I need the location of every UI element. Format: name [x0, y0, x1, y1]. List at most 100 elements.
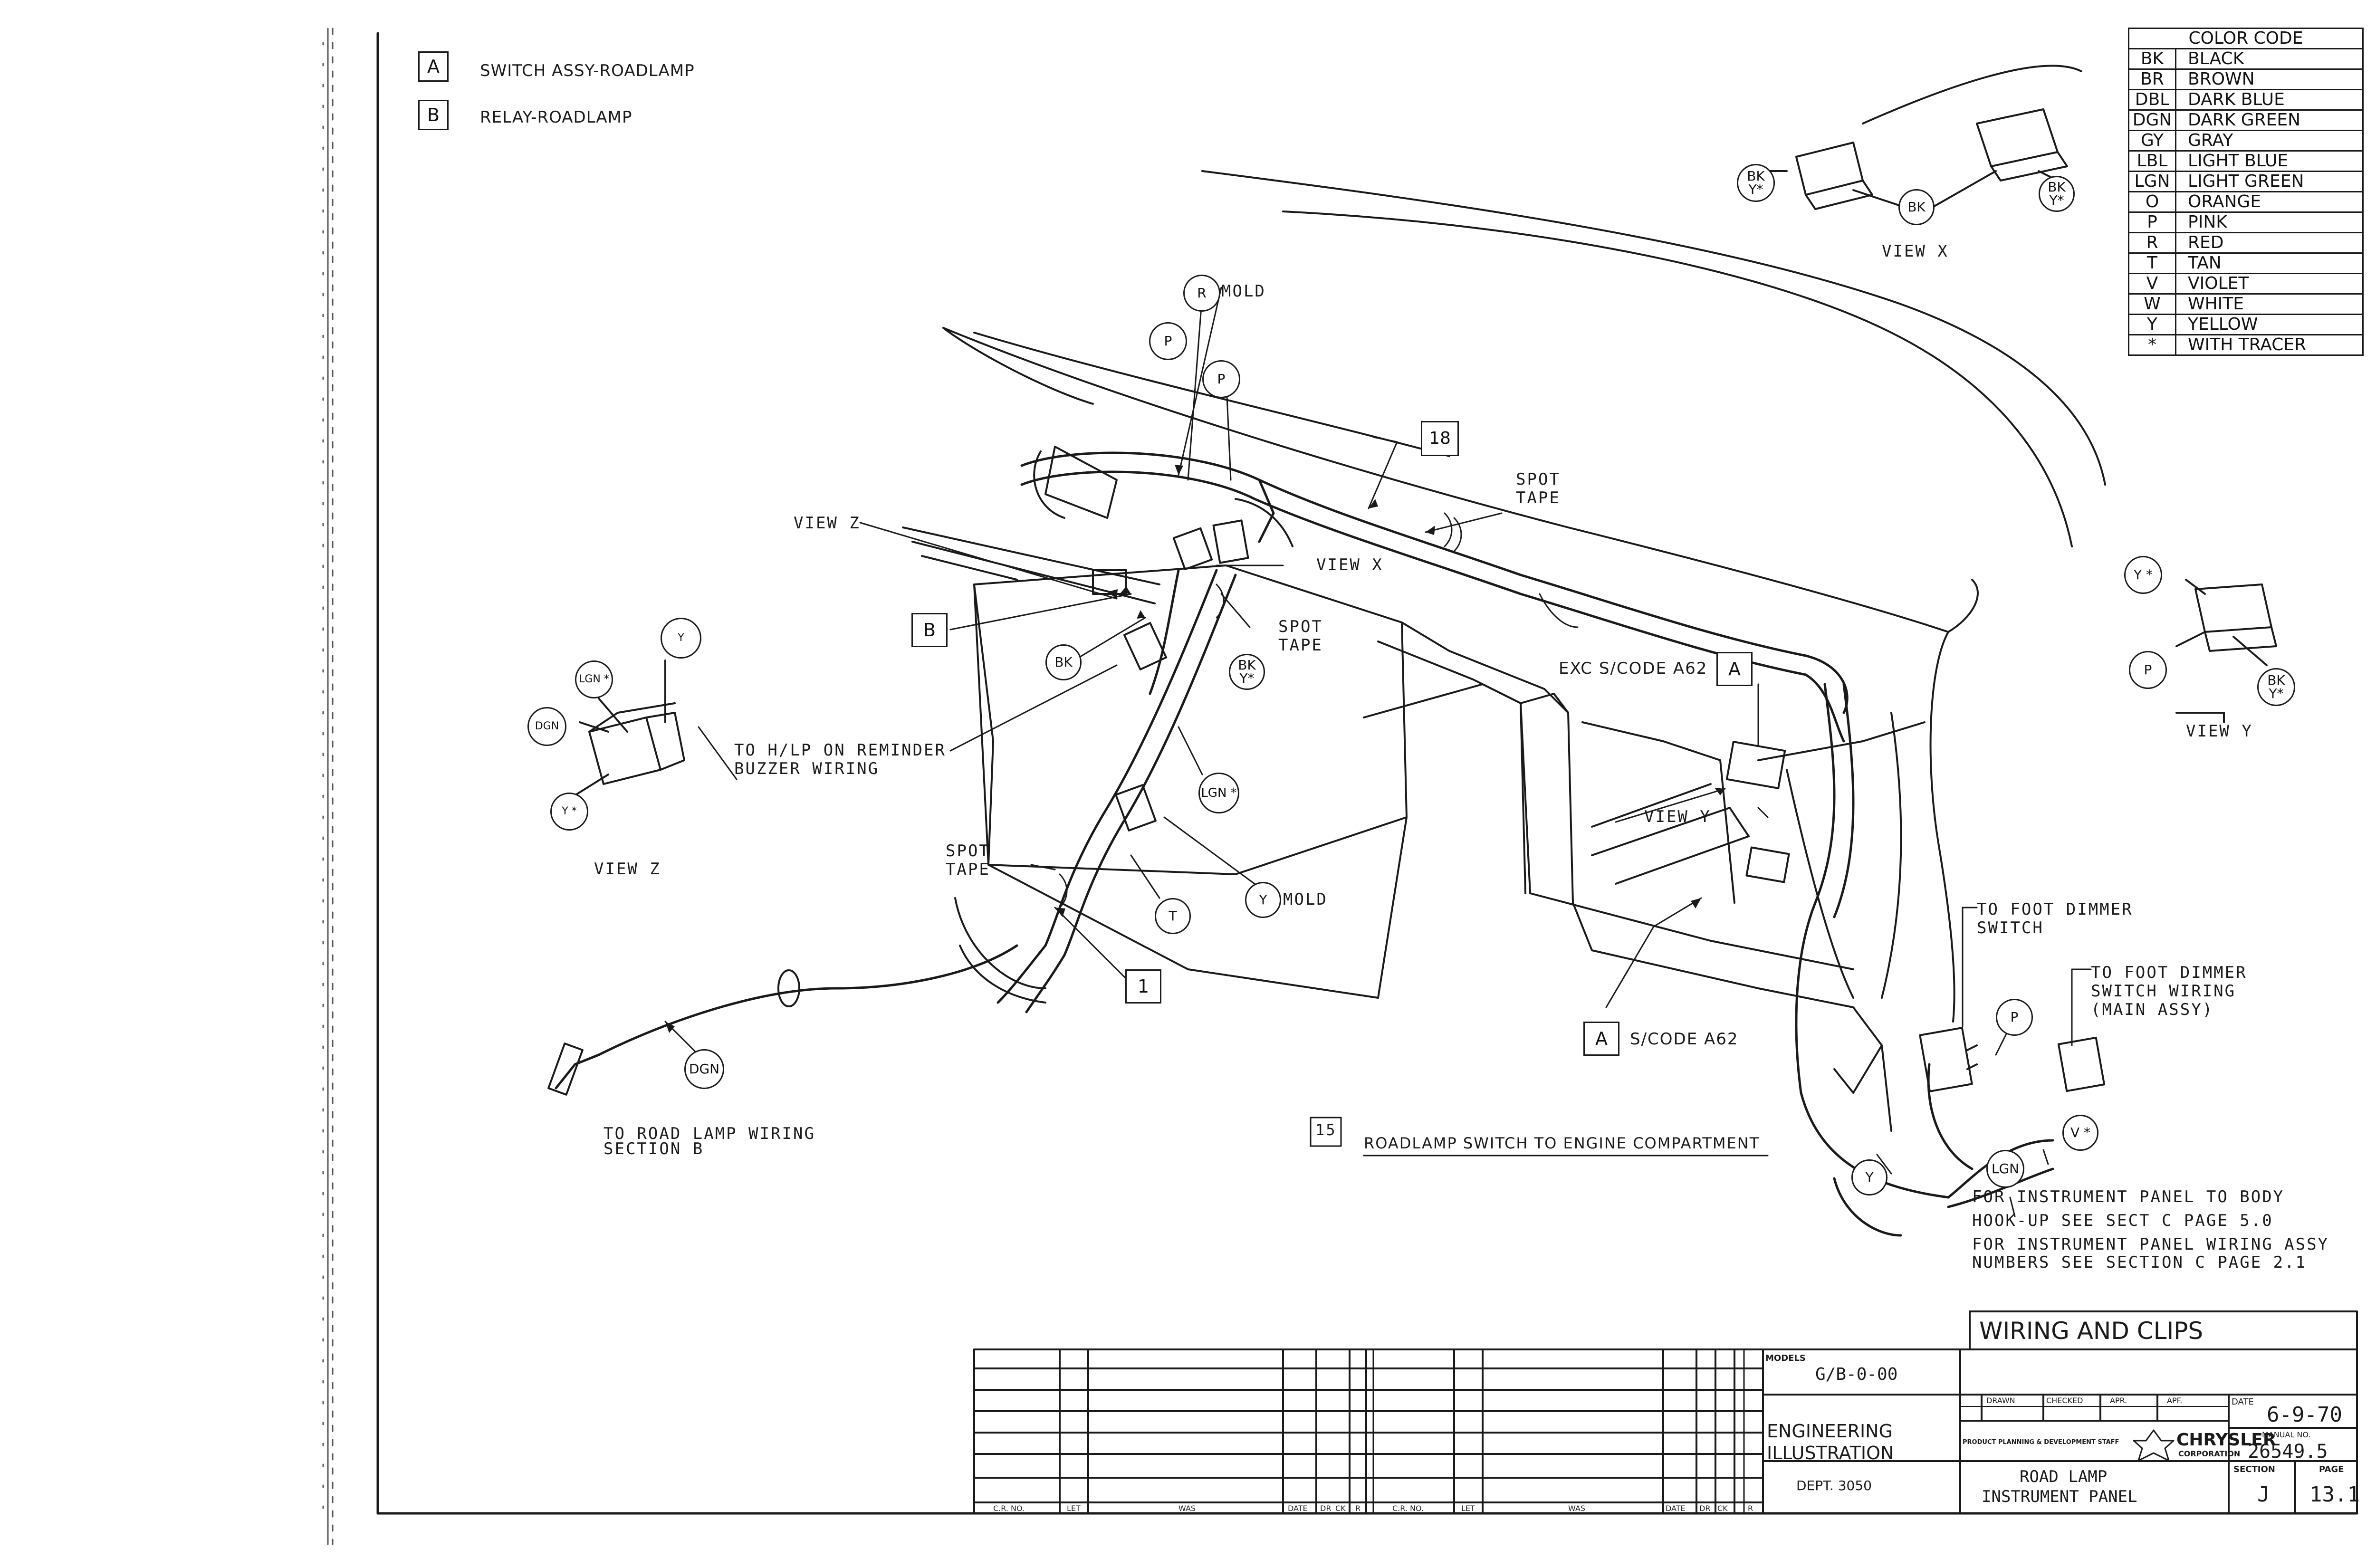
rev-col: CK — [1335, 1504, 1346, 1513]
rev-col: C.R. NO. — [993, 1504, 1025, 1513]
connectors — [547, 446, 2106, 1096]
to-foot-dimmer-wiring-note: TO FOOT DIMMER SWITCH WIRING (MAIN ASSY) — [2091, 963, 2247, 1020]
rev-col: LET — [1461, 1504, 1475, 1513]
rev-col: WAS — [1178, 1504, 1196, 1513]
scan-edge-left — [322, 28, 334, 1545]
wire-circle-lgn-foot: LGN — [1986, 1150, 2024, 1188]
wire-circle-bk-y-tracer-view-y: BK Y* — [2257, 668, 2295, 706]
rev-col: DATE — [1288, 1504, 1308, 1513]
models-label: MODELS — [1765, 1353, 1806, 1363]
drawn-label: DRAWN — [1986, 1396, 2015, 1405]
rev-col: R — [1748, 1504, 1753, 1513]
dashboard-cowl — [942, 170, 2106, 1023]
wire-circle-p-2: P — [1202, 360, 1240, 398]
rev-col: DR — [1699, 1504, 1711, 1513]
to-road-lamp-note: TO ROAD LAMP WIRING SECTION B — [604, 1124, 815, 1159]
rev-col: C.R. NO. — [1392, 1504, 1424, 1513]
manual-label: MANUAL NO. — [2262, 1430, 2311, 1439]
desc-line-2: INSTRUMENT PANEL — [1982, 1487, 2137, 1506]
wire-circle-dgn-z: DGN — [527, 707, 566, 746]
view-x-label: VIEW X — [1882, 242, 1949, 261]
roadlamp-note-number: 15 — [1315, 1121, 1337, 1139]
callout-box-a-lower: A — [1583, 1022, 1619, 1056]
wire-circle-p-view-y: P — [2129, 651, 2167, 689]
page-label: PAGE — [2319, 1464, 2344, 1474]
wire-circle-r: R — [1183, 275, 1220, 312]
view-y-callout: VIEW Y — [1644, 807, 1711, 826]
wire-circle-bk-y-tracer-x1: BK Y* — [1737, 164, 1775, 202]
callout-box-b: B — [911, 613, 948, 647]
pentastar-icon — [2133, 1429, 2175, 1462]
color-name: BROWN — [2175, 68, 2364, 90]
color-name: BLACK — [2175, 48, 2364, 70]
wire-circle-bk-mid: BK — [1045, 644, 1082, 680]
color-name: WITH TRACER — [2175, 334, 2364, 356]
instrument-housing — [973, 564, 1926, 1132]
manual-value: 26549.5 — [2248, 1441, 2328, 1463]
note-line-2: HOOK-UP SEE SECT C PAGE 5.0 — [1972, 1211, 2273, 1230]
leader-lines — [664, 287, 2092, 1217]
color-name: PINK — [2175, 211, 2364, 233]
color-name: DARK BLUE — [2175, 89, 2364, 111]
color-name: VIOLET — [2175, 273, 2364, 295]
callout-box-1: 1 — [1125, 969, 1161, 1004]
color-code: DBL — [2128, 89, 2176, 111]
view-z-label: VIEW Z — [594, 860, 661, 879]
title-block-lines — [973, 1310, 2358, 1514]
color-name: GRAY — [2175, 130, 2364, 152]
wire-circle-v-tracer: V * — [2062, 1115, 2098, 1151]
rev-col: DR — [1320, 1504, 1332, 1513]
ppd-label: PRODUCT PLANNING & DEVELOPMENT STAFF — [1963, 1439, 2119, 1446]
color-code: P — [2128, 211, 2176, 233]
view-y-art — [2175, 579, 2277, 723]
rev-col: LET — [1067, 1504, 1081, 1513]
note-line-3: FOR INSTRUMENT PANEL WIRING ASSY — [1972, 1235, 2329, 1254]
color-code: W — [2128, 293, 2176, 315]
wire-circle-bk-x: BK — [1898, 189, 1935, 225]
color-code: DGN — [2128, 109, 2176, 131]
color-name: RED — [2175, 232, 2364, 254]
color-code: O — [2128, 191, 2176, 213]
rev-col: CK — [1717, 1504, 1728, 1513]
wire-circle-y-tracer-view-y: Y * — [2124, 556, 2162, 594]
drawing-title: WIRING AND CLIPS — [1979, 1317, 2204, 1345]
spot-tape-label-low: SPOT TAPE — [946, 841, 990, 880]
color-code-title: COLOR CODE — [2128, 28, 2364, 49]
wire-circle-lgn-center: LGN * — [1198, 773, 1239, 813]
wire-circle-y-tracer-z: Y * — [550, 793, 588, 831]
company-suffix: CORPORATION — [2178, 1449, 2241, 1458]
wire-circle-y-foot: Y — [1851, 1159, 1887, 1195]
callout-box-18: 18 — [1421, 421, 1459, 456]
wire-circle-y-mold: Y — [1245, 882, 1281, 918]
color-name: DARK GREEN — [2175, 109, 2364, 131]
legend-text-b: RELAY-ROADLAMP — [480, 108, 632, 127]
desc-line-1: ROAD LAMP — [2020, 1467, 2108, 1486]
view-y-label: VIEW Y — [2186, 722, 2253, 741]
color-code: LBL — [2128, 150, 2176, 172]
wire-circle-y-z: Y — [661, 618, 701, 659]
apr-label: APR. — [2110, 1396, 2127, 1405]
legend-key-a: A — [418, 51, 449, 82]
apf-label: APF. — [2167, 1396, 2183, 1405]
to-hlp-note: TO H/LP ON REMINDER BUZZER WIRING — [734, 741, 946, 779]
spot-tape-label-mid: SPOT TAPE — [1278, 617, 1323, 655]
color-name: LIGHT BLUE — [2175, 150, 2364, 172]
wire-circle-bk-y-tracer-x2: BK Y* — [2039, 176, 2075, 212]
color-code: * — [2128, 334, 2176, 356]
color-code: R — [2128, 232, 2176, 254]
color-code: LGN — [2128, 171, 2176, 192]
view-x-art — [1762, 65, 2082, 210]
